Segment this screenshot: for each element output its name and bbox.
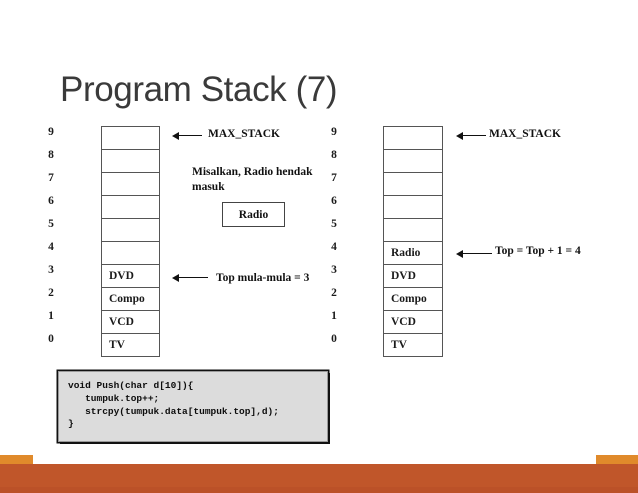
right-stack-cell-1: VCD	[384, 311, 442, 334]
left-stack-cell-2: Compo	[102, 288, 159, 311]
code-snippet-text: void Push(char d[10]){ tumpuk.top++; str…	[68, 380, 279, 430]
right-stack-index-1: 1	[331, 310, 337, 322]
left-stack-index-9: 9	[48, 126, 54, 138]
right-stack-index-7: 7	[331, 172, 337, 184]
left-stack-cell-8	[102, 150, 159, 173]
left-stack-index-2: 2	[48, 287, 54, 299]
right-stack-box: Radio DVD Compo VCD TV	[383, 126, 443, 357]
right-stack-index-9: 9	[331, 126, 337, 138]
left-stack-index-1: 1	[48, 310, 54, 322]
right-stack-cell-8	[384, 150, 442, 173]
left-stack-cell-0: TV	[109, 339, 125, 351]
left-stack-cell-5	[102, 219, 159, 242]
incoming-item-box: Radio	[222, 202, 285, 227]
left-top-pointer-arrow-icon	[172, 273, 208, 282]
right-stack-index-0: 0	[331, 333, 337, 345]
right-max-stack-arrow-icon	[456, 131, 486, 140]
left-stack-cell-7	[102, 173, 159, 196]
right-stack-cell-0: TV	[391, 339, 407, 351]
page-title: Program Stack (7)	[60, 70, 338, 109]
right-top-pointer-label: Top = Top + 1 = 4	[495, 245, 581, 257]
left-stack-cell-9	[102, 127, 159, 150]
left-stack-index-7: 7	[48, 172, 54, 184]
right-stack-index-4: 4	[331, 241, 337, 253]
right-stack-cell-6	[384, 196, 442, 219]
right-stack-cell-2: Compo	[384, 288, 442, 311]
footer-bar-shade	[0, 487, 638, 493]
footer-accent-right	[596, 455, 638, 465]
right-stack-cell-9	[384, 127, 442, 150]
footer-accent-left	[0, 455, 33, 465]
left-stack-index-8: 8	[48, 149, 54, 161]
left-max-stack-arrow-icon	[172, 131, 202, 140]
left-stack-index-0: 0	[48, 333, 54, 345]
left-stack-index-6: 6	[48, 195, 54, 207]
left-max-stack-label: MAX_STACK	[208, 128, 280, 140]
right-stack-cell-4: Radio	[384, 242, 442, 265]
incoming-item-note: Misalkan, Radio hendak masuk	[192, 166, 313, 193]
left-top-pointer-label: Top mula-mula = 3	[216, 272, 310, 284]
left-stack-cell-3: DVD	[102, 265, 159, 288]
left-stack-index-4: 4	[48, 241, 54, 253]
right-stack-index-6: 6	[331, 195, 337, 207]
right-max-stack-label: MAX_STACK	[489, 128, 561, 140]
code-snippet-box: void Push(char d[10]){ tumpuk.top++; str…	[58, 371, 328, 442]
right-stack-cell-3: DVD	[384, 265, 442, 288]
right-stack-index-3: 3	[331, 264, 337, 276]
right-stack-index-5: 5	[331, 218, 337, 230]
left-stack-cell-6	[102, 196, 159, 219]
right-stack-cell-7	[384, 173, 442, 196]
left-stack-index-5: 5	[48, 218, 54, 230]
right-stack-index-8: 8	[331, 149, 337, 161]
left-stack-cell-4	[102, 242, 159, 265]
left-stack-cell-1: VCD	[102, 311, 159, 334]
right-stack-index-2: 2	[331, 287, 337, 299]
right-top-pointer-arrow-icon	[456, 249, 492, 258]
left-stack-index-3: 3	[48, 264, 54, 276]
right-stack-cell-5	[384, 219, 442, 242]
left-stack-box: DVD Compo VCD TV	[101, 126, 160, 357]
